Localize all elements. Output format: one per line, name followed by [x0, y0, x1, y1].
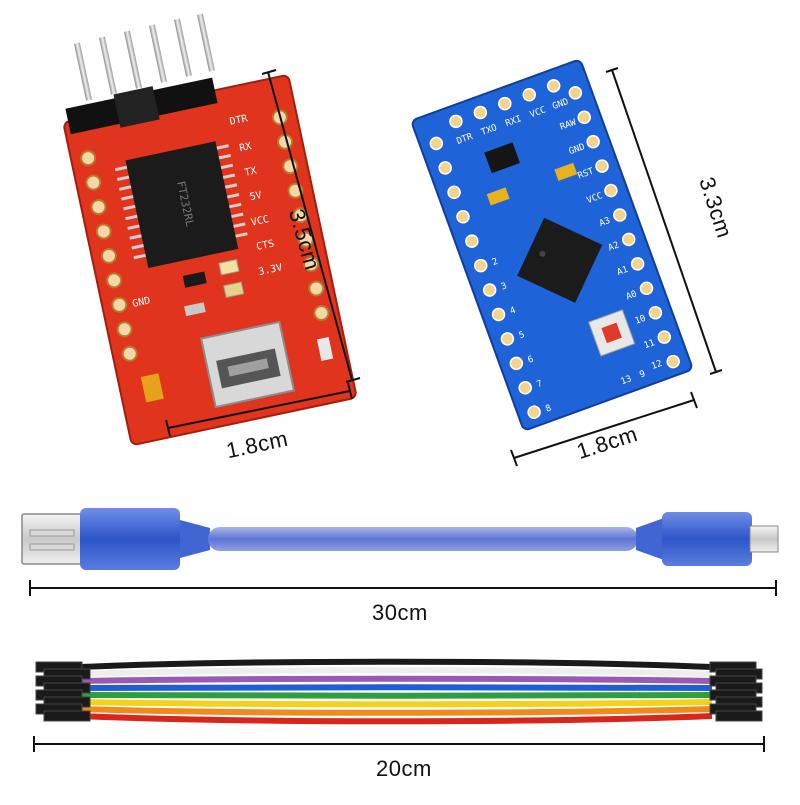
ftdi-mini-usb-port: [199, 320, 296, 409]
mini-usb-boot: [662, 512, 752, 566]
pin-label: VCC: [250, 214, 270, 229]
pin-label: 12: [650, 359, 664, 372]
pin-label: CTS: [255, 238, 275, 253]
ftdi-board: FT232RL DTR RX TX 5V VCC CTS GND 3.3V: [63, 13, 357, 446]
jumper-wire: [79, 667, 713, 677]
pin-label: RX: [238, 141, 252, 154]
jumper-female-connector: [715, 710, 763, 722]
pin-label: 8: [544, 403, 553, 414]
pin-label: A0: [625, 289, 639, 302]
ftdi-header-pins: [74, 13, 215, 101]
pin-label: DTR: [229, 113, 250, 128]
jumper-wires: [35, 658, 763, 725]
pin-label: 7: [535, 379, 544, 390]
pin-label: 5: [518, 330, 527, 341]
jumper-wire: [79, 713, 713, 725]
jumper-wire: [79, 684, 713, 691]
usb-cable-length-label: 30cm: [372, 600, 428, 625]
pin-label: 13: [620, 374, 634, 387]
pin-label: 3: [500, 281, 509, 292]
jumper-wire: [79, 699, 713, 708]
pin-label: GND: [131, 295, 151, 310]
ftdi-height-dimension: [261, 69, 361, 383]
pin-label: A3: [598, 216, 612, 229]
pin-label: 4: [509, 306, 518, 317]
pin-label: 5V: [249, 190, 263, 203]
pro-mini-reset-button: [587, 309, 636, 357]
pro-mini-width-dimension: [510, 391, 698, 467]
mini-usb-plug: [749, 525, 779, 553]
pin-label: 9: [638, 369, 647, 380]
jumper-wire: [79, 706, 713, 716]
pro-mini-mcu-chip: [517, 217, 603, 303]
pin-label: 2: [491, 257, 500, 268]
pin-label: A2: [607, 240, 621, 253]
pro-mini-board: DTR TXO RXI VCC GND RAW GND RST VCC A3 A…: [411, 59, 693, 431]
pro-mini-height-dimension: [605, 67, 723, 375]
pin-label: 6: [527, 355, 536, 366]
jumper-wire: [79, 692, 713, 699]
jumper-wires-dimension: [33, 736, 765, 752]
pin-label: 3.3V: [258, 262, 284, 278]
ftdi-pin-labels: DTR RX TX 5V VCC CTS GND 3.3V: [131, 113, 284, 310]
ftdi-chip: FT232RL: [114, 141, 248, 268]
usb-cable: [21, 508, 779, 570]
pin-label: 10: [634, 314, 648, 327]
pin-label: TX: [244, 165, 258, 178]
pin-label: A1: [616, 265, 630, 278]
jumper-wire: [79, 675, 713, 684]
usb-cable-dimension: [29, 580, 777, 596]
jumper-wire: [79, 658, 713, 670]
jumper-female-connector: [43, 710, 91, 722]
pin-label: 11: [643, 338, 657, 351]
jumper-wires-length-label: 20cm: [376, 756, 432, 781]
cable-body: [208, 527, 638, 551]
ftdi-width-dimension: [165, 382, 353, 437]
usb-a-plug: [21, 513, 83, 565]
usb-a-boot: [80, 508, 180, 570]
